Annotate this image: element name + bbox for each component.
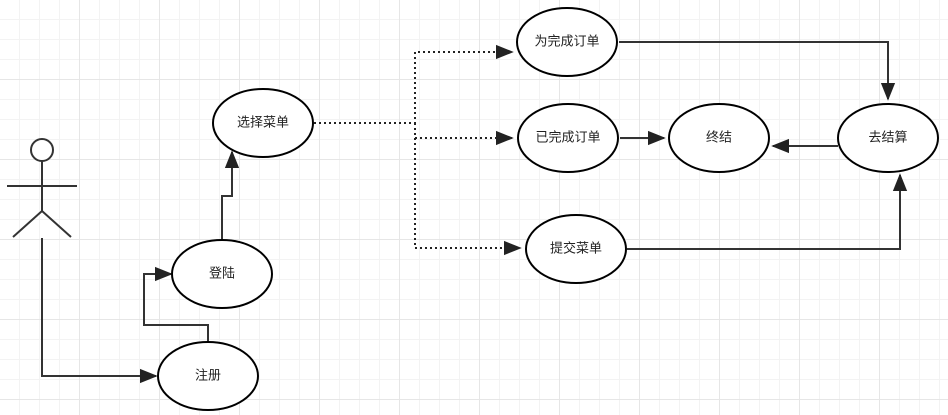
edge-select-menu-to-completed-order (414, 123, 514, 146)
edge-login-to-select-menu (221, 150, 240, 240)
use-case-terminate[interactable]: 终结 (668, 103, 770, 173)
edge-select-menu-to-submit-menu (414, 138, 522, 256)
use-case-register-label: 注册 (195, 369, 221, 384)
edge-incomplete-order-to-checkout (619, 41, 896, 101)
use-case-submit-menu[interactable]: 提交菜单 (525, 214, 627, 284)
edge-register-to-login (143, 266, 209, 343)
use-case-incomplete-order-label: 为完成订单 (534, 35, 599, 50)
use-case-terminate-label: 终结 (706, 130, 732, 146)
use-case-completed-order-label: 已完成订单 (535, 131, 600, 146)
use-case-select-menu[interactable]: 选择菜单 (212, 88, 314, 158)
use-case-checkout-label: 去结算 (868, 131, 907, 146)
use-case-submit-menu-label: 提交菜单 (550, 241, 602, 257)
edge-select-menu-to-incomplete-order (314, 44, 514, 124)
diagram-edges (41, 41, 908, 384)
use-case-select-menu-label: 选择菜单 (237, 116, 289, 131)
use-case-completed-order[interactable]: 已完成订单 (517, 103, 619, 173)
edge-submit-menu-to-checkout (627, 173, 908, 250)
use-case-login[interactable]: 登陆 (171, 239, 273, 309)
edge-actor-to-register (41, 238, 158, 384)
stick-figure-actor-icon[interactable] (7, 138, 77, 238)
use-case-checkout[interactable]: 去结算 (837, 103, 939, 173)
use-case-register[interactable]: 注册 (157, 341, 259, 411)
use-case-login-label: 登陆 (209, 266, 235, 282)
use-case-incomplete-order[interactable]: 为完成订单 (516, 7, 618, 77)
